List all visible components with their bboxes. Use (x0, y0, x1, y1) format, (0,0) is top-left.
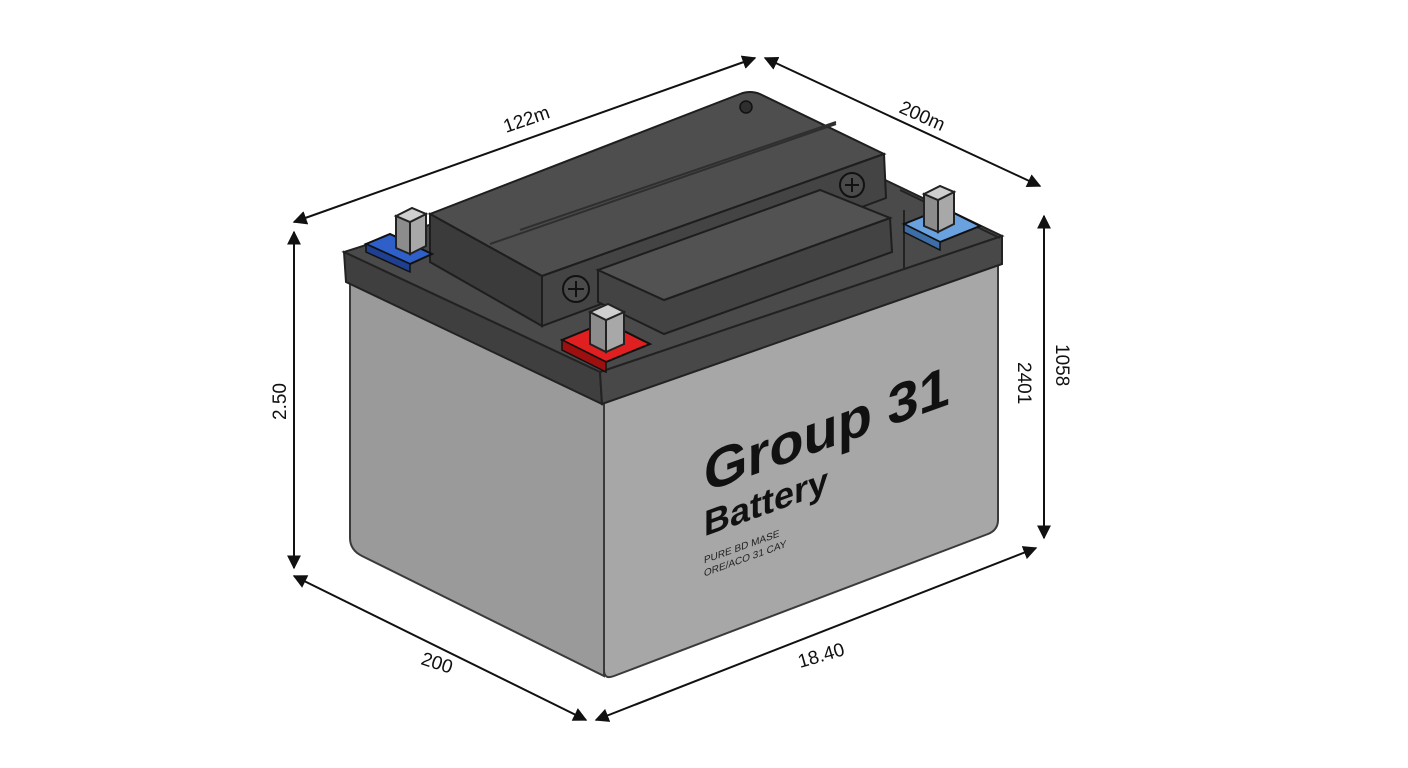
negative-terminal-right (901, 184, 983, 252)
dim-line-top-left (292, 55, 757, 225)
dim-label-right-height-outer: 1058 (1051, 344, 1072, 386)
screw-left-icon (562, 275, 590, 303)
vent-hole-icon (739, 100, 753, 114)
lid-rim-front-side (598, 234, 1003, 406)
screw-right-icon (839, 172, 865, 198)
dim-line-bottom-right (594, 546, 1038, 722)
dim-line-top-right (763, 56, 1042, 188)
dim-line-bottom-left (292, 575, 588, 721)
dim-label-left-height: 2.50 (270, 383, 291, 420)
positive-terminal (559, 302, 653, 374)
dim-label-right-height-inner: 2401 (1013, 362, 1034, 404)
dim-label-bottom-right: 18.40 (796, 640, 847, 673)
